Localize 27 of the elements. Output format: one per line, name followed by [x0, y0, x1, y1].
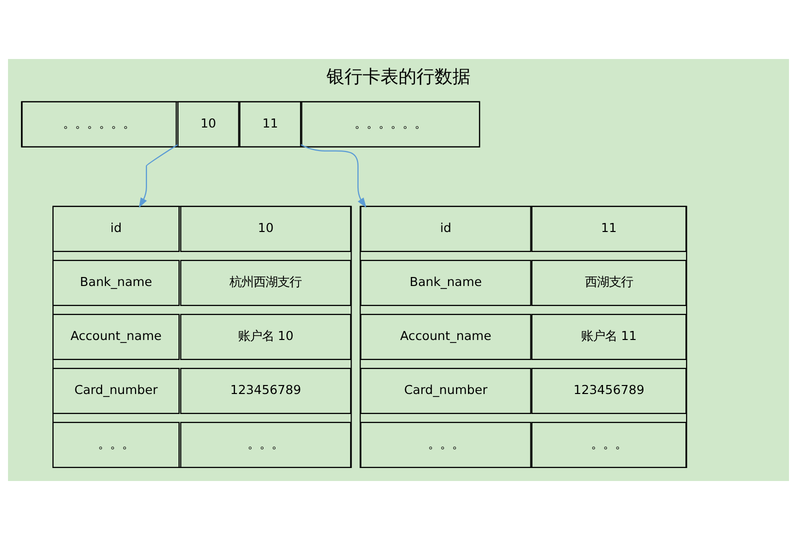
node-box: 账户名 10: [180, 314, 352, 360]
node-box: Account_name: [52, 314, 180, 360]
node-box: Account_name: [360, 314, 532, 360]
node-box: 123456789: [531, 368, 687, 414]
node-box: 123456789: [180, 368, 352, 414]
node-box: Card_number: [360, 368, 532, 414]
node-box: 杭州西湖支行: [180, 260, 352, 306]
node-box: 。。。: [360, 422, 532, 468]
node-box: Bank_name: [360, 260, 532, 306]
diagram-title: 银行卡表的行数据: [326, 66, 470, 88]
node-box: 。。。: [531, 422, 687, 468]
node-box: 10: [180, 206, 352, 252]
node-box: 。。。。。。: [301, 101, 480, 148]
node-box: 。。。: [52, 422, 180, 468]
node-box: 账户名 11: [531, 314, 687, 360]
arrow: [138, 144, 178, 208]
arrow: [300, 144, 366, 208]
node-box: 西湖支行: [531, 260, 687, 306]
node-box: Bank_name: [52, 260, 180, 306]
node-box: 。。。。。。: [22, 101, 177, 148]
node-box: id: [52, 206, 180, 252]
node-box: 11: [531, 206, 687, 252]
node-box: 10: [177, 101, 240, 148]
node-box: Card_number: [52, 368, 180, 414]
node-box: id: [360, 206, 532, 252]
node-box: 11: [239, 101, 302, 148]
node-box: 。。。: [180, 422, 352, 468]
